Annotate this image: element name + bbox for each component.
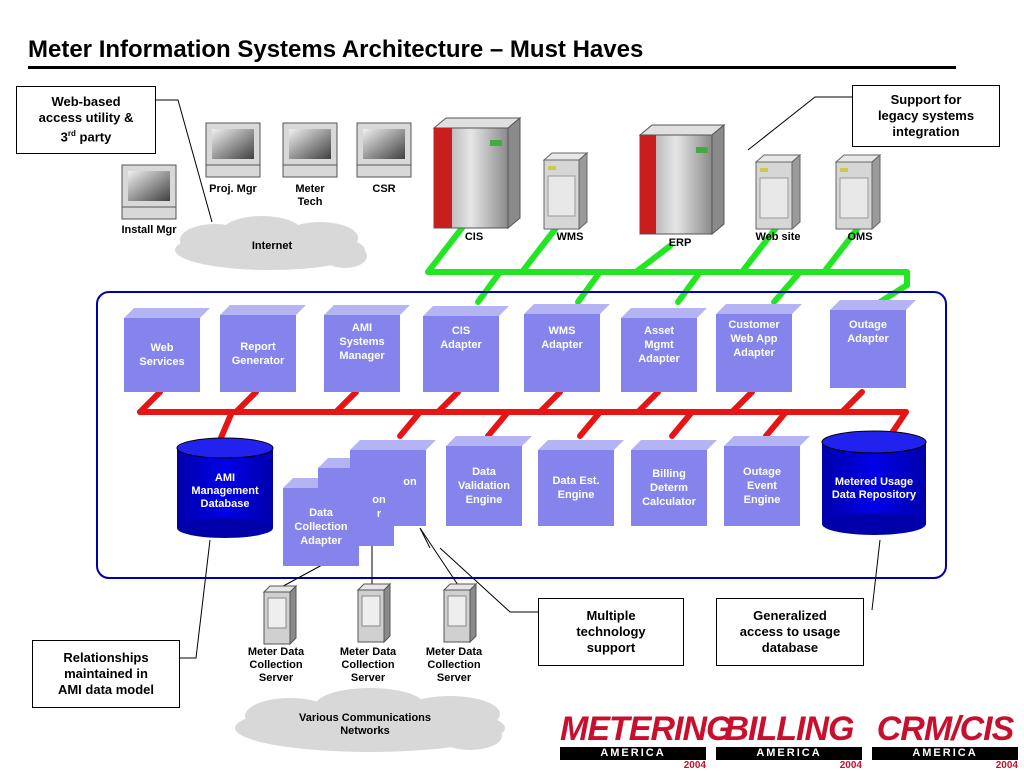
cis-server-icon bbox=[432, 116, 522, 230]
red-bus bbox=[137, 389, 909, 443]
title-underline bbox=[28, 66, 956, 69]
terminal-label-install-mgr: Install Mgr bbox=[121, 224, 177, 236]
wms-server-icon bbox=[542, 151, 589, 231]
callout-web-access: Web-based access utility & 3rd party bbox=[16, 86, 156, 154]
erp-server-icon bbox=[638, 123, 726, 236]
callout-relationships-line3: AMI data model bbox=[57, 682, 155, 697]
callout-legacy-support: Support for legacy systems integration bbox=[852, 85, 1000, 147]
networks-cloud bbox=[235, 688, 505, 752]
terminal-label-csr: CSR bbox=[372, 183, 396, 195]
usage-database-cylinder bbox=[821, 430, 927, 535]
callout-generalized-line2: access to usage bbox=[739, 624, 841, 639]
terminal-install-mgr bbox=[121, 164, 177, 220]
callout-relationships-line2: maintained in bbox=[64, 666, 148, 681]
callout-generalized-access: Generalized access to usage database bbox=[716, 598, 864, 666]
callout-legacy-line3: integration bbox=[892, 124, 960, 139]
callout-web-access-line2: access utility & bbox=[38, 110, 134, 126]
terminal-label-proj-mgr: Proj. Mgr bbox=[209, 183, 257, 195]
web-site-server-icon bbox=[754, 153, 802, 231]
server-label-cis: CIS bbox=[464, 231, 484, 243]
callout-leaders bbox=[155, 96, 881, 659]
callout-generalized-line3: database bbox=[761, 640, 819, 655]
metering-america-logo: METERING AMERICA 2004 bbox=[560, 710, 732, 771]
server-label-web-site: Web site bbox=[755, 231, 801, 243]
terminal-proj-mgr bbox=[205, 122, 261, 178]
callout-relationships: Relationships maintained in AMI data mod… bbox=[32, 640, 180, 708]
callout-multi-line3: support bbox=[586, 640, 636, 655]
terminal-meter-tech bbox=[282, 122, 338, 178]
system-boundary-frame bbox=[96, 291, 947, 579]
collection-server-icon-3 bbox=[442, 582, 478, 644]
callout-web-access-line3: 3rd party bbox=[60, 129, 112, 145]
oms-server-icon bbox=[834, 153, 882, 231]
callout-relationships-line1: Relationships bbox=[63, 650, 149, 665]
ami-database-cylinder bbox=[176, 437, 274, 538]
server-label-wms: WMS bbox=[556, 231, 584, 243]
callout-web-access-line1: Web-based bbox=[51, 94, 121, 110]
callout-legacy-line2: legacy systems bbox=[877, 108, 975, 123]
callout-multi-line1: Multiple bbox=[586, 608, 636, 623]
callout-multi-line2: technology bbox=[576, 624, 646, 639]
internet-cloud bbox=[175, 216, 367, 270]
engine-data-estimation: Data Est.Engine bbox=[538, 450, 614, 526]
callout-generalized-line1: Generalized bbox=[753, 608, 827, 623]
billing-america-logo: BILLING AMERICA 2004 bbox=[716, 712, 862, 771]
green-bus bbox=[425, 225, 910, 305]
callout-legacy-line1: Support for bbox=[890, 92, 962, 107]
internet-label: Internet bbox=[251, 240, 293, 252]
callout-multiple-technology: Multiple technology support bbox=[538, 598, 684, 666]
page-title: Meter Information Systems Architecture –… bbox=[28, 36, 644, 63]
collection-server-icon-2 bbox=[356, 582, 392, 644]
collection-server-icon-1 bbox=[262, 584, 298, 646]
crm-cis-america-logo: CRM/CIS AMERICA 2004 bbox=[872, 712, 1018, 771]
terminal-csr bbox=[356, 122, 412, 178]
server-label-erp: ERP bbox=[668, 237, 692, 249]
server-label-oms: OMS bbox=[847, 231, 873, 243]
